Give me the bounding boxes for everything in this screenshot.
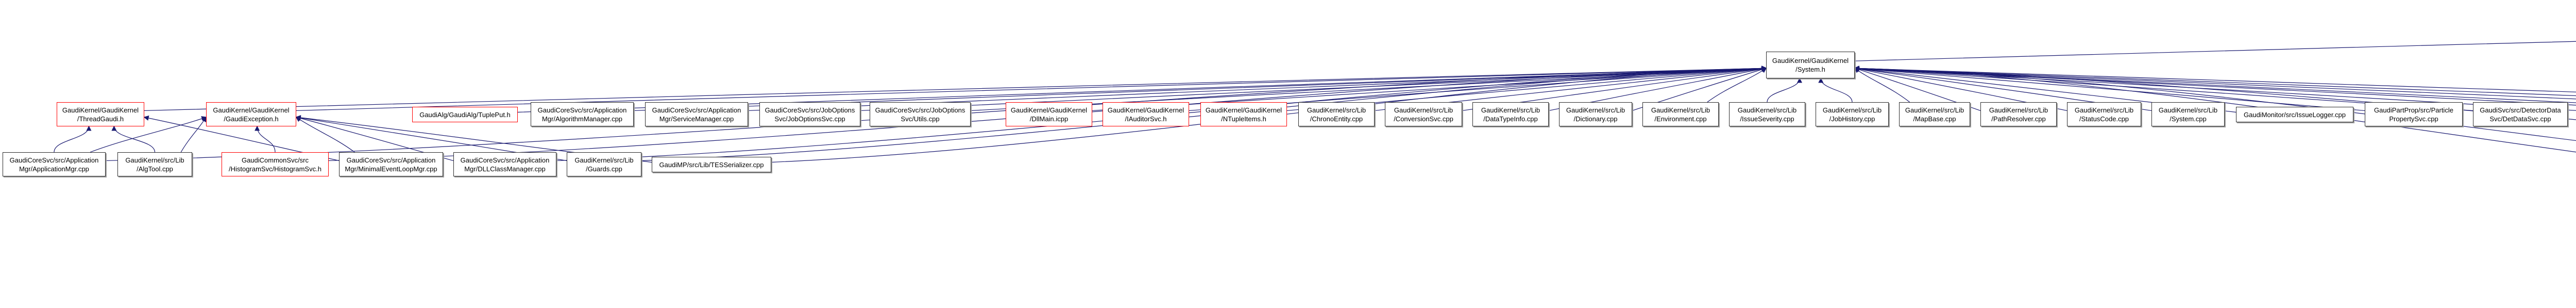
graph-node-jobhistory[interactable]: GaudiKernel/src/Lib /JobHistory.cpp: [1816, 102, 1889, 126]
graph-node-dllclassmanager[interactable]: GaudiCoreSvc/src/Application Mgr/DLLClas…: [453, 152, 556, 176]
edge-applicationmgr-to-gaudiexception: [90, 116, 207, 153]
graph-node-gaudiexception[interactable]: GaudiKernel/GaudiKernel /GaudiException.…: [206, 102, 296, 126]
graph-node-dllmain[interactable]: GaudiKernel/GaudiKernel /DllMain.icpp: [1006, 102, 1092, 126]
graph-node-servicemgr[interactable]: GaudiCoreSvc/src/Application Mgr/Service…: [645, 102, 748, 126]
graph-node-tesserializer[interactable]: GaudiMP/src/Lib/TESSerializer.cpp: [652, 157, 771, 172]
edge-mapbase-to-system_h: [1854, 68, 1910, 103]
edge-issueseverity-to-system_h: [1767, 77, 1803, 103]
graph-node-ntupleitems[interactable]: GaudiKernel/GaudiKernel /NTupleItems.h: [1200, 102, 1287, 126]
graph-node-issueseverity[interactable]: GaudiKernel/src/Lib /IssueSeverity.cpp: [1729, 102, 1805, 126]
graph-node-detdatasvc[interactable]: GaudiSvc/src/DetectorData Svc/DetDataSvc…: [2473, 102, 2568, 126]
edge-histogramsvc_h-to-gaudiexception: [255, 125, 276, 153]
graph-node-histogramsvc_h[interactable]: GaudiCommonSvc/src /HistogramSvc/Histogr…: [222, 152, 329, 176]
graph-node-joboptionssvc[interactable]: GaudiCoreSvc/src/JobOptions Svc/JobOptio…: [759, 102, 860, 126]
graph-node-minimaleventloop[interactable]: GaudiCoreSvc/src/Application Mgr/Minimal…: [339, 152, 443, 176]
edge-environment-to-system_h: [1707, 68, 1767, 103]
graph-node-tupleput[interactable]: GaudiAlg/GaudiAlg/TuplePut.h: [412, 107, 518, 122]
edge-genconf-to-system_h: [1854, 66, 2576, 141]
graph-node-mapbase[interactable]: GaudiKernel/src/Lib /MapBase.cpp: [1899, 102, 1970, 126]
graph-node-algtool[interactable]: GaudiKernel/src/Lib /AlgTool.cpp: [117, 152, 192, 176]
edge-system_h-to-moduleinfo_h: [1854, 41, 2576, 61]
edge-tesserializer-to-system_h: [771, 66, 1767, 163]
edge-rootiohandler-to-system_h: [1854, 66, 2576, 100]
graph-node-issuelogger[interactable]: GaudiMonitor/src/IssueLogger.cpp: [2236, 107, 2353, 122]
edge-threadgaudi-to-system_h: [144, 66, 1767, 111]
graph-node-system_cpp[interactable]: GaudiKernel/src/Lib /System.cpp: [2151, 102, 2225, 126]
graph-node-chronoentity[interactable]: GaudiKernel/src/Lib /ChronoEntity.cpp: [1298, 102, 1375, 126]
edge-particleprop-to-system_h: [1854, 66, 2365, 111]
graph-node-guards[interactable]: GaudiKernel/src/Lib /Guards.cpp: [567, 152, 641, 176]
edge-jobhistory-to-system_h: [1818, 77, 1853, 103]
graph-node-datatypeinfo[interactable]: GaudiKernel/src/Lib /DataTypeInfo.cpp: [1472, 102, 1549, 126]
edge-algtool-to-gaudiexception: [180, 116, 207, 153]
graph-node-threadgaudi[interactable]: GaudiKernel/GaudiKernel /ThreadGaudi.h: [57, 102, 144, 126]
graph-node-utils[interactable]: GaudiCoreSvc/src/JobOptions Svc/Utils.cp…: [870, 102, 971, 126]
graph-node-system_h[interactable]: GaudiKernel/GaudiKernel /System.h: [1766, 52, 1855, 78]
graph-node-dictionary[interactable]: GaudiKernel/src/Lib /Dictionary.cpp: [1559, 102, 1632, 126]
graph-node-pathresolver[interactable]: GaudiKernel/src/Lib /PathResolver.cpp: [1980, 102, 2057, 126]
graph-node-particleprop[interactable]: GaudiPartProp/src/Particle PropertySvc.c…: [2365, 102, 2463, 126]
graph-node-applicationmgr[interactable]: GaudiCoreSvc/src/Application Mgr/Applica…: [3, 152, 106, 176]
edge-iinterface-to-system_h: [1854, 66, 2576, 92]
edge-rootperfmon-to-system_h: [1854, 66, 2576, 96]
edge-minimaleventloop-to-gaudiexception: [295, 117, 355, 153]
graph-node-iauditorsvc[interactable]: GaudiKernel/GaudiKernel /IAuditorSvc.h: [1103, 102, 1189, 126]
edge-applicationmgr-to-threadgaudi: [54, 125, 92, 153]
graph-node-statuscode[interactable]: GaudiKernel/src/Lib /StatusCode.cpp: [2067, 102, 2141, 126]
graph-node-algorithmmgr[interactable]: GaudiCoreSvc/src/Application Mgr/Algorit…: [531, 102, 634, 126]
graph-node-conversionsvc[interactable]: GaudiKernel/src/Lib /ConversionSvc.cpp: [1385, 102, 1462, 126]
edge-historysvc-to-system_h: [1854, 66, 2576, 153]
graph-node-environment[interactable]: GaudiKernel/src/Lib /Environment.cpp: [1642, 102, 1719, 126]
edge-algtool-to-threadgaudi: [111, 125, 156, 153]
edge-joboptionssvc-to-system_h: [860, 66, 1767, 111]
edge-gaudiexception-to-system_h: [296, 66, 1767, 111]
